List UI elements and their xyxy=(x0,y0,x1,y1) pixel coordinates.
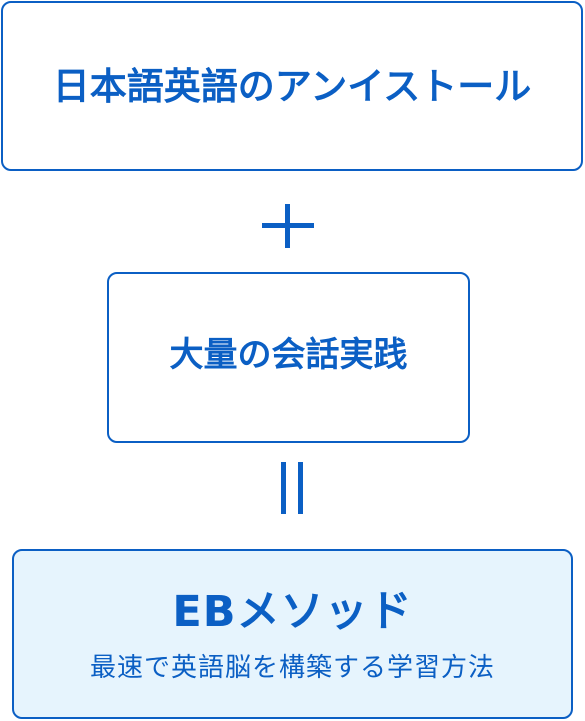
conversation-practice-label: 大量の会話実践 xyxy=(169,335,408,375)
uninstall-japanese-english-box: 日本語英語のアンイストール xyxy=(1,1,583,171)
equals-bar-right xyxy=(298,462,303,514)
eb-method-title: EBメソッド xyxy=(172,586,413,637)
plus-vertical-bar xyxy=(285,204,290,248)
equals-bar-left xyxy=(281,462,286,514)
plus-icon xyxy=(262,204,314,248)
eb-method-subtitle: 最速で英語脳を構築する学習方法 xyxy=(89,652,495,683)
equals-icon xyxy=(281,462,304,514)
uninstall-japanese-english-label: 日本語英語のアンイストール xyxy=(52,65,532,108)
conversation-practice-box: 大量の会話実践 xyxy=(107,272,470,443)
eb-method-box: EBメソッド 最速で英語脳を構築する学習方法 xyxy=(12,549,573,719)
